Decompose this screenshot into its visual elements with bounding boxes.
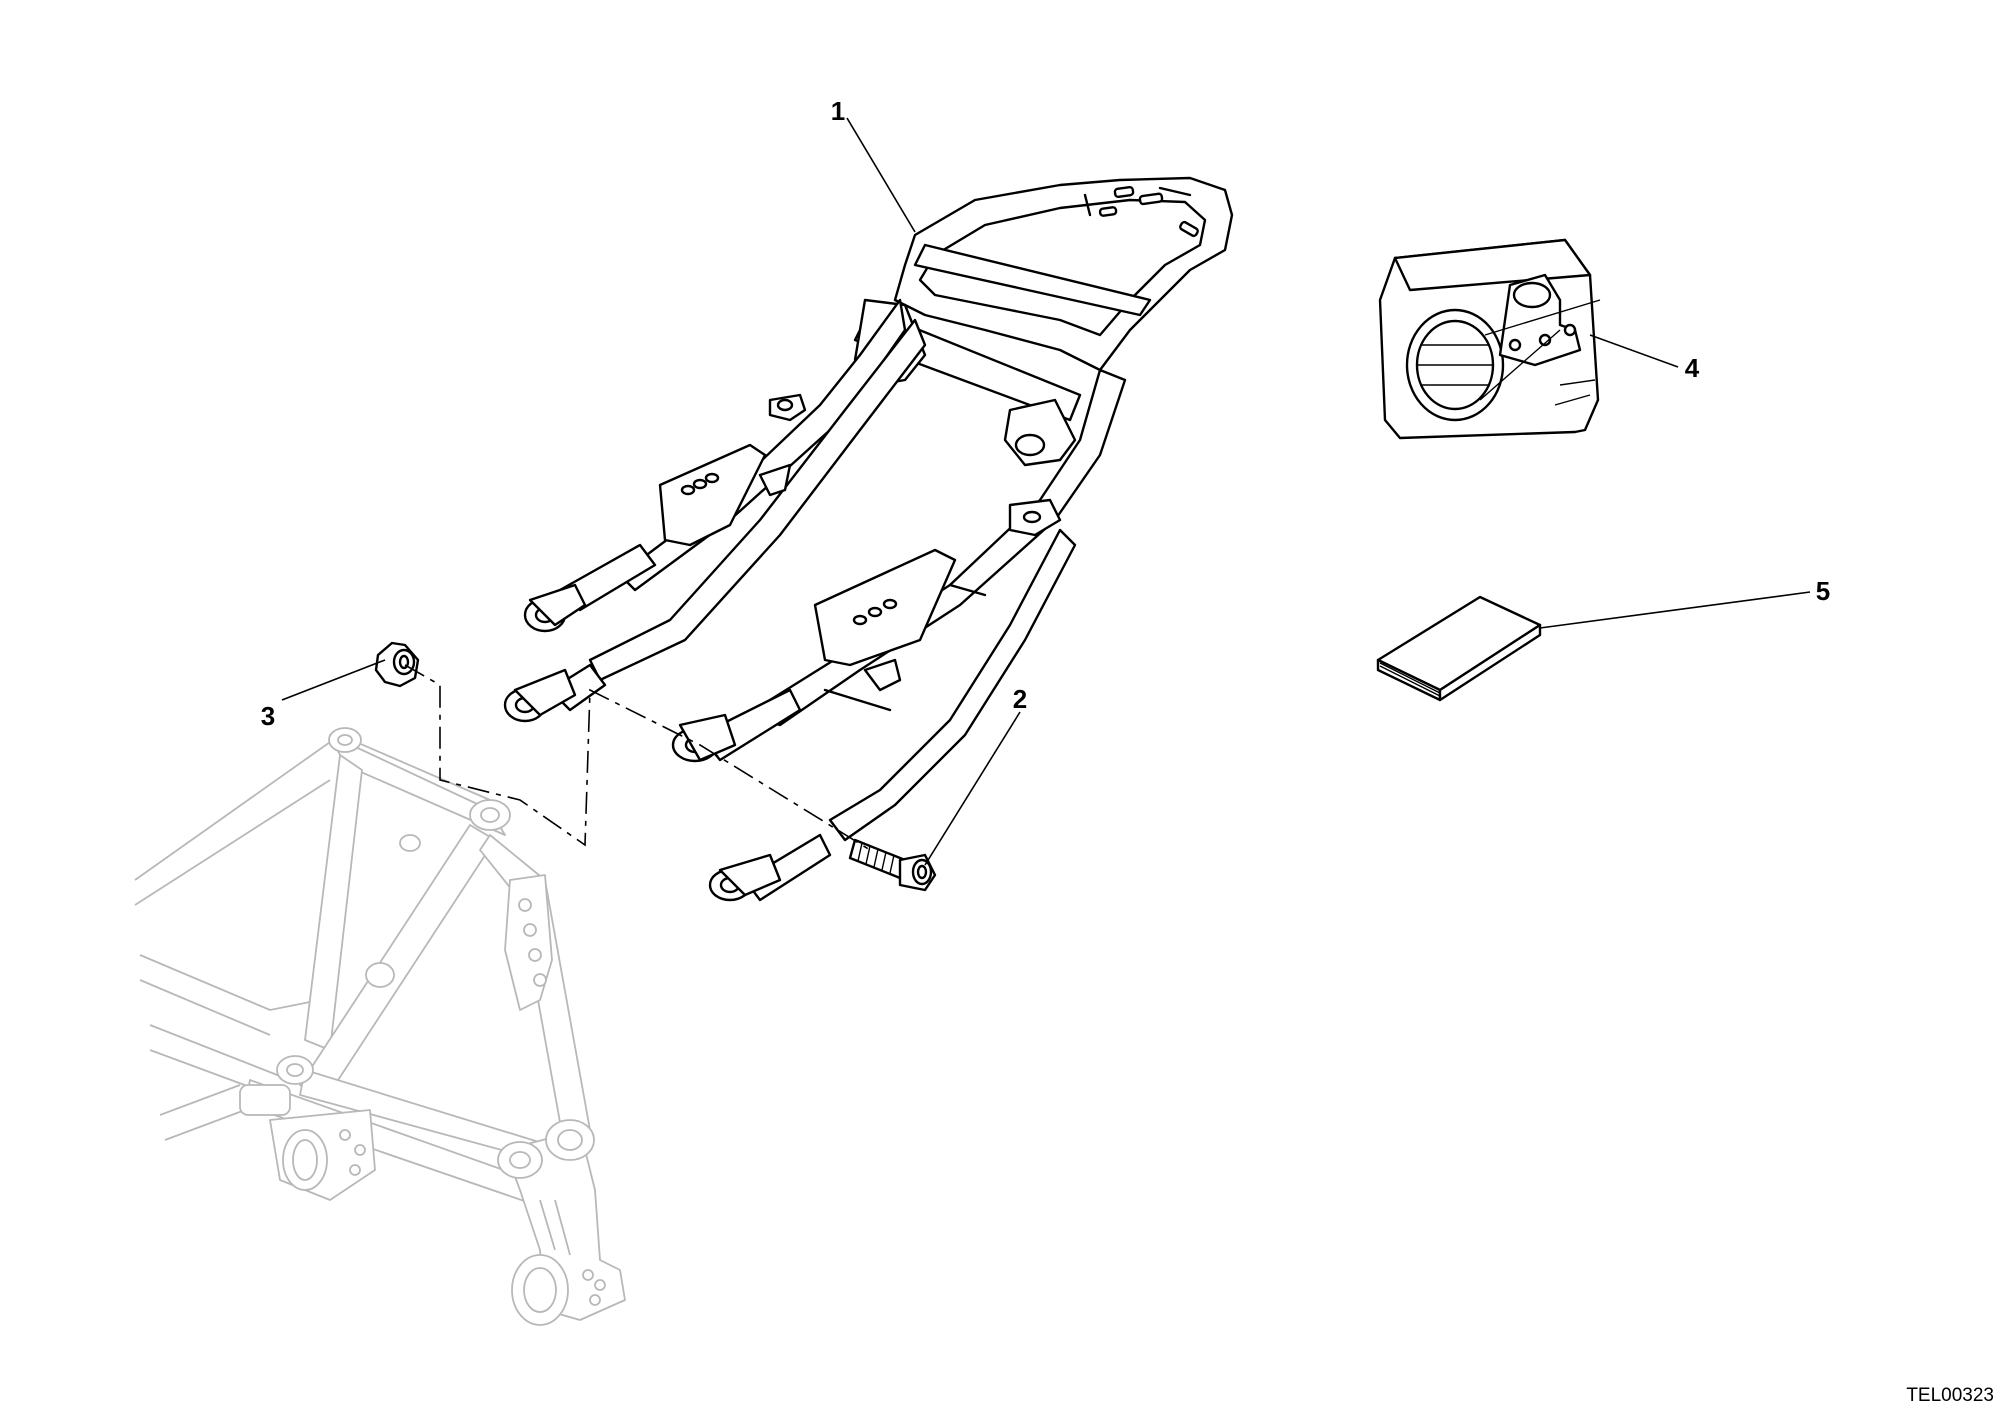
owners-manual [1376, 595, 1542, 702]
bolt [848, 838, 937, 892]
rear-subframe [503, 176, 1234, 902]
drawing-reference-code: TEL00323 [1906, 1385, 1994, 1406]
callout-2: 2 [1013, 684, 1027, 714]
callout-4: 4 [1685, 353, 1700, 383]
callout-1: 1 [831, 96, 845, 126]
tool-kit-pouch [1378, 238, 1601, 440]
callout-5: 5 [1816, 576, 1830, 606]
callout-labels: 1 2 3 4 5 [261, 96, 1830, 731]
assembly-guide-lines [404, 664, 871, 851]
callout-3: 3 [261, 701, 275, 731]
nut [374, 641, 420, 688]
main-frame-ghost [134, 727, 626, 1326]
leader-lines [281, 117, 1811, 866]
